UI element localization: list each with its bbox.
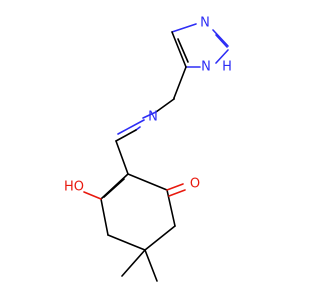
imidazole-n1-label: N (201, 60, 211, 75)
bond-c1-o-double (168, 189, 186, 197)
bond-methyl-1 (121, 249, 146, 277)
bond-c3-oh (83, 191, 102, 200)
carbonyl-o-label: O (190, 177, 200, 192)
cyclohexene-ring (100, 173, 176, 251)
bond-n-ch (135, 126, 141, 131)
imidazole-ring (171, 23, 229, 68)
bond-n3-c2 (212, 29, 229, 47)
molecule-drawing: N N H N HO O (64, 16, 232, 282)
bond-ch2-n (142, 111, 157, 119)
bond-n3-c2-double (215, 34, 228, 48)
bond-ch-c2 (115, 140, 129, 175)
bond-n-ch-double (117, 119, 145, 135)
bond-c4-n3 (171, 23, 197, 33)
bond-methyl-2 (144, 249, 158, 282)
bond-c4-c5 (107, 234, 146, 251)
bond-ch2-ch2 (155, 98, 175, 113)
bond-c3-c4 (100, 198, 109, 236)
imidazole-n3-label: N (200, 16, 210, 31)
bond-c1-o (166, 183, 184, 191)
bond-n-ch-main (115, 129, 137, 142)
bond-c1-c2 (127, 173, 168, 191)
hydroxyl-label: HO (64, 180, 84, 195)
bond-c4-c5 (171, 31, 187, 68)
structure-canvas: N N H N HO O (64, 16, 232, 282)
bond-c2-c3-double (103, 178, 125, 198)
imidazole-h-label: H (222, 60, 232, 75)
bond-c5-c6 (144, 225, 176, 251)
bond-c5-ch2 (173, 66, 187, 99)
imine-n-label: N (148, 110, 158, 125)
bond-c4-c5-double (177, 38, 189, 63)
bond-c2-n1 (215, 49, 229, 64)
